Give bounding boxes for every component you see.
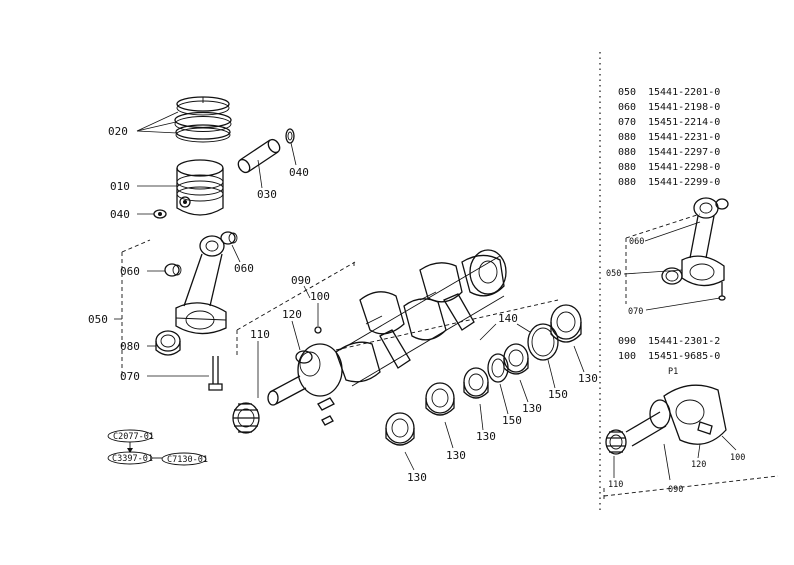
thrust-washer-2 (527, 323, 559, 361)
parts-number: 15451-9685-0 (648, 351, 720, 362)
flow-tag-top: C2077-01 (107, 429, 154, 443)
svg-text:C2077-01: C2077-01 (113, 432, 154, 442)
inset-gear (605, 429, 627, 455)
inset-connecting-rod (661, 197, 729, 301)
callout-100: 100 (310, 290, 330, 303)
callout-090: 090 (291, 274, 311, 287)
piston-rings (174, 96, 232, 143)
main-bearing-4 (503, 343, 529, 375)
parts-ref: 100 (618, 351, 636, 362)
parts-number: 15441-2299-0 (648, 177, 720, 188)
callout-130-5: 130 (578, 372, 598, 385)
callout-040-left: 040 (110, 208, 130, 221)
parts-ref: 080 (618, 147, 636, 158)
callout-150-1: 150 (502, 414, 522, 427)
rod-bolt (208, 356, 223, 391)
callout-050: 050 (88, 313, 108, 326)
callout-060-right: 060 (234, 262, 254, 275)
crankshaft-gear (232, 402, 260, 434)
svg-text:C3397-01: C3397-01 (112, 454, 153, 464)
small-end-bushing-left (164, 263, 182, 277)
inset-label-p: P1 (668, 367, 678, 377)
thrust-washer-1 (487, 353, 509, 383)
main-bearing-2 (425, 382, 455, 416)
crankshaft (267, 249, 507, 406)
inset-callout-090: 090 (668, 485, 683, 495)
parts-ref: 090 (618, 336, 636, 347)
parts-ref: 080 (618, 162, 636, 173)
parts-ref: 060 (618, 102, 636, 113)
inset-callout-070: 070 (628, 307, 643, 317)
callout-110: 110 (250, 328, 270, 341)
rod-bearing (155, 330, 181, 356)
connecting-rod (175, 235, 227, 335)
piston (176, 159, 224, 216)
parts-list: 050 15441-2201-0 060 15441-2198-0 070 15… (618, 87, 720, 188)
inset-callout-100: 100 (730, 453, 745, 463)
parts-ref: 050 (618, 87, 636, 98)
callout-150-2: 150 (548, 388, 568, 401)
parts-number: 15441-2198-0 (648, 102, 720, 113)
parts-list-2: 090 15441-2301-2 100 15451-9685-0 (618, 336, 720, 362)
small-end-bushing-right (220, 231, 238, 245)
inset-callout-060: 060 (629, 237, 644, 247)
parts-ref: 070 (618, 117, 636, 128)
parts-number: 15441-2231-0 (648, 132, 720, 143)
parts-number: 15441-2297-0 (648, 147, 720, 158)
inset-crankshaft (625, 384, 727, 447)
callout-120: 120 (282, 308, 302, 321)
callout-130-4: 130 (522, 402, 542, 415)
callout-030: 030 (257, 188, 277, 201)
piston-pin (237, 138, 281, 174)
main-bearing-1 (385, 412, 415, 446)
callout-130-3: 130 (476, 430, 496, 443)
inset-callout-120: 120 (691, 460, 706, 470)
callout-130-1: 130 (407, 471, 427, 484)
svg-text:C7130-01: C7130-01 (167, 455, 208, 465)
parts-ref: 080 (618, 177, 636, 188)
inset-callout-050: 050 (606, 269, 621, 279)
flow-tag-right: C7130-01 (161, 452, 208, 466)
parts-number: 15451-2214-0 (648, 117, 720, 128)
inset-callout-110: 110 (608, 480, 623, 490)
parts-number: 15441-2201-0 (648, 87, 720, 98)
callout-070: 070 (120, 370, 140, 383)
callout-080: 080 (120, 340, 140, 353)
woodruff-key (317, 397, 335, 426)
main-bearing-3 (463, 367, 489, 399)
callout-020: 020 (108, 125, 128, 138)
parts-number: 15441-2301-2 (648, 336, 720, 347)
circlip-left (153, 209, 167, 219)
circlip-right (285, 128, 295, 144)
main-bearing-5 (550, 304, 582, 343)
callout-130-2: 130 (446, 449, 466, 462)
callout-010: 010 (110, 180, 130, 193)
callout-040-right: 040 (289, 166, 309, 179)
parts-number: 15441-2298-0 (648, 162, 720, 173)
callout-060-left: 060 (120, 265, 140, 278)
callout-140: 140 (498, 312, 518, 325)
parts-ref: 080 (618, 132, 636, 143)
flow-tag-middle: C3397-01 (107, 451, 153, 465)
